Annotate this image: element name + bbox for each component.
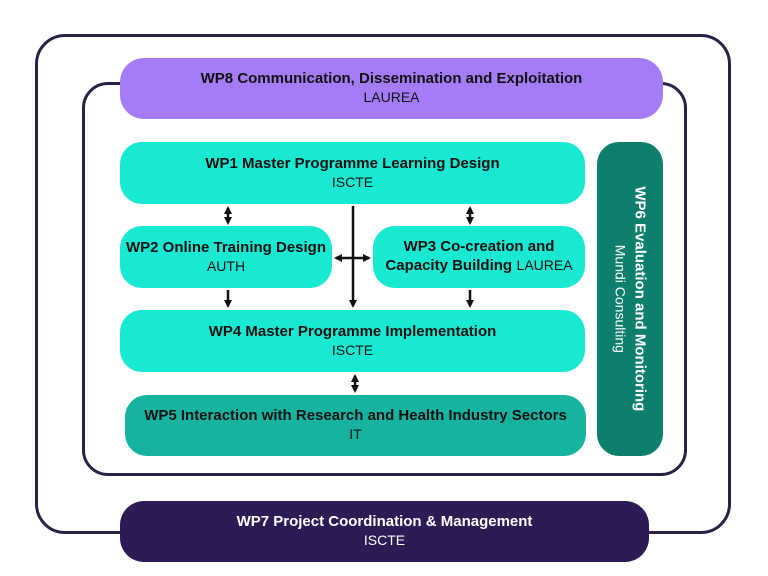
wp3-box: WP3 Co-creation and Capacity Building LA… xyxy=(373,226,585,288)
wp2-box: WP2 Online Training Design AUTH xyxy=(120,226,332,288)
wp3-title-line2: Capacity Building xyxy=(385,257,513,275)
wp1-title: WP1 Master Programme Learning Design xyxy=(205,154,500,172)
wp8-title: WP8 Communication, Dissemination and Exp… xyxy=(200,70,583,88)
wp2-title: WP2 Online Training Design xyxy=(125,238,327,256)
wp1-box: WP1 Master Programme Learning Design ISC… xyxy=(120,142,585,204)
wp1-lead: ISCTE xyxy=(331,173,374,190)
wp2-lead: AUTH xyxy=(206,257,246,274)
wp3-lead: LAUREA xyxy=(516,257,573,274)
wp8-lead: LAUREA xyxy=(363,89,420,106)
wp8-box: WP8 Communication, Dissemination and Exp… xyxy=(120,58,663,119)
wp4-box: WP4 Master Programme Implementation ISCT… xyxy=(120,310,585,372)
wp7-lead: ISCTE xyxy=(363,532,406,549)
wp4-title: WP4 Master Programme Implementation xyxy=(208,322,497,340)
wp4-lead: ISCTE xyxy=(331,341,374,358)
wp5-lead: IT xyxy=(349,426,362,443)
wp6-box: WP6 Evaluation and Monitoring Mundi Cons… xyxy=(597,142,663,456)
wp5-box: WP5 Interaction with Research and Health… xyxy=(125,395,586,456)
wp7-title: WP7 Project Coordination & Management xyxy=(236,513,533,531)
wp7-box: WP7 Project Coordination & Management IS… xyxy=(120,501,649,562)
wp3-title-line1: WP3 Co-creation and xyxy=(403,237,555,255)
wp5-title: WP5 Interaction with Research and Health… xyxy=(144,407,567,425)
